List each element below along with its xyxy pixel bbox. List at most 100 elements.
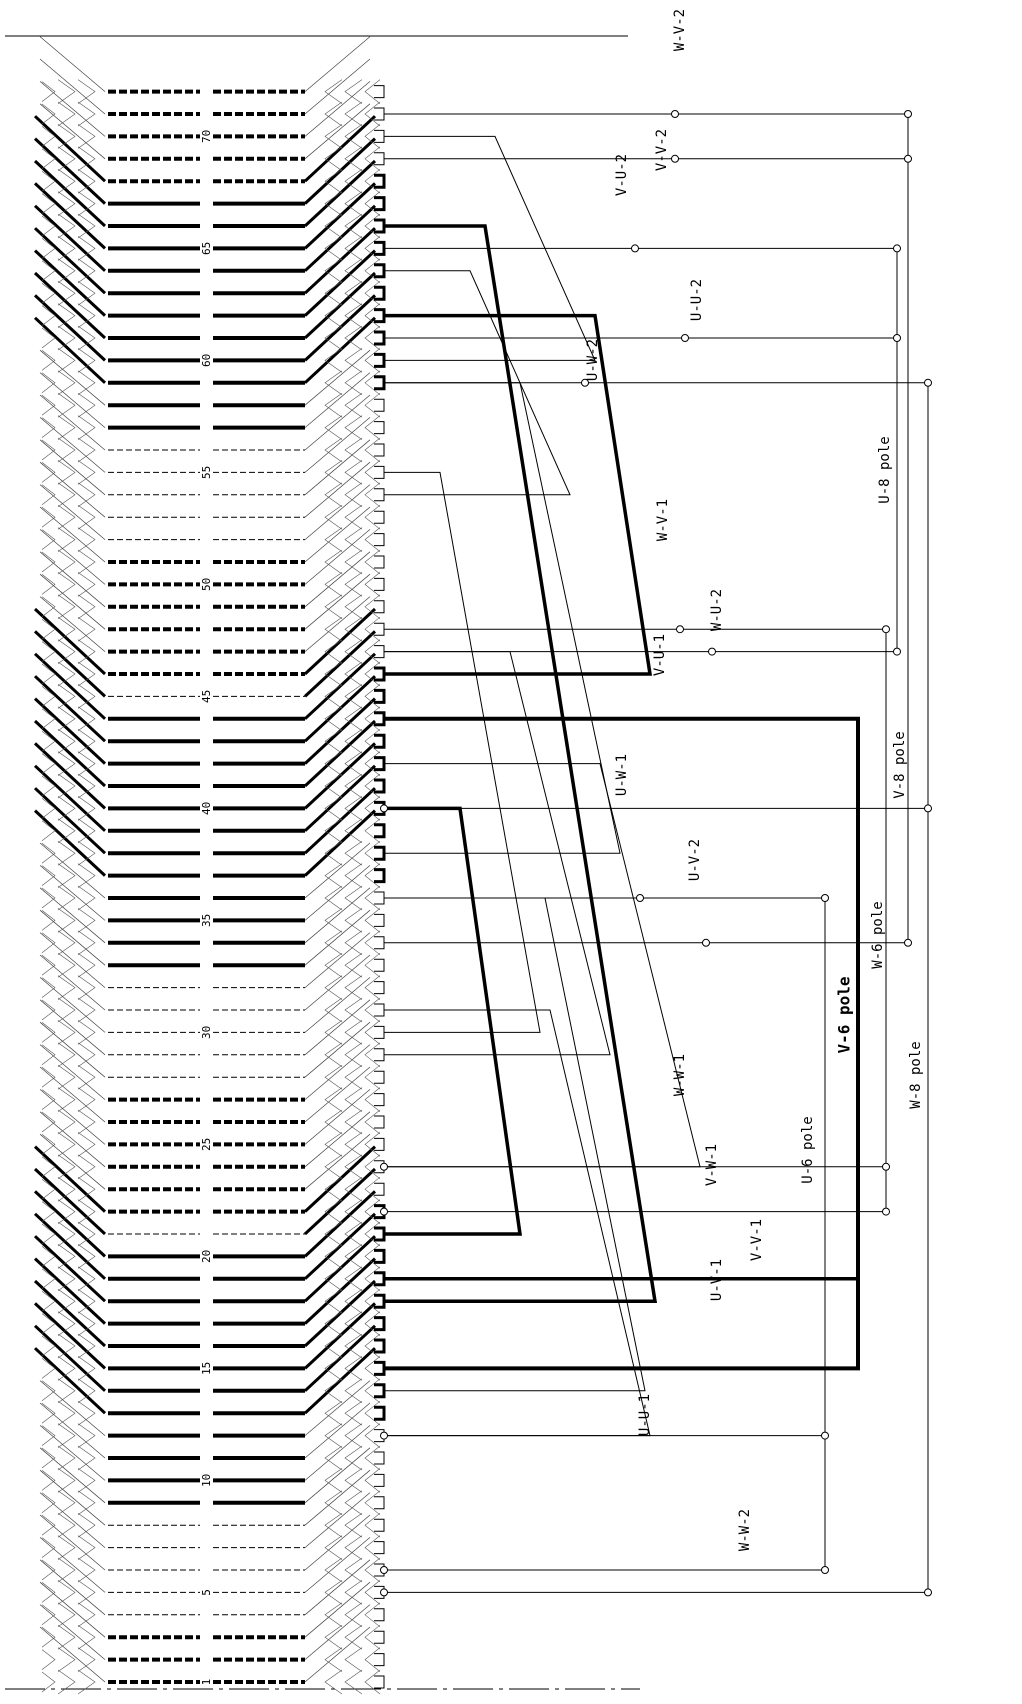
- coil-diagonal-right: [303, 115, 377, 183]
- coil-endturn-left: [41, 238, 56, 259]
- coil-endturn-left-mid: [77, 1557, 96, 1583]
- coil-endturn-right-inner: [344, 639, 363, 664]
- coil-endturn-left-inner: [57, 728, 76, 754]
- coil-diagonal-left: [39, 1559, 106, 1616]
- coil-endturn-right-inner: [344, 594, 363, 620]
- coil-diagonal-right: [304, 1581, 371, 1638]
- wire-thin: [384, 382, 621, 854]
- coil-endturn-left-mid: [77, 236, 96, 261]
- coil-endturn-right-inner: [344, 1109, 363, 1135]
- coil-endturn-left-mid: [77, 1580, 96, 1605]
- coil-endturn-left-mid: [77, 863, 96, 888]
- label-w-8-pole: W-8 pole: [908, 1041, 924, 1108]
- coil-endturn-right: [364, 236, 381, 261]
- terminal-stub: [374, 1025, 385, 1039]
- coil-endturn-left: [41, 887, 56, 909]
- coil-group: [33, 36, 386, 1695]
- coil-endturn-right-mid: [324, 303, 343, 328]
- coil-endturn-left-mid: [77, 79, 96, 104]
- coil-endturn-left-inner: [57, 751, 76, 776]
- coil-endturn-left-inner: [57, 840, 76, 866]
- coil-diagonal-right: [304, 887, 371, 944]
- coil-endturn-left: [41, 529, 56, 550]
- coil-endturn-right-mid: [324, 1557, 343, 1583]
- coil-endturn-left-mid: [77, 908, 96, 933]
- coil-endturn-left: [41, 641, 56, 662]
- coil-endturn-left-mid: [77, 549, 96, 575]
- terminal-node: [893, 244, 901, 253]
- coil-diagonal-right: [304, 103, 371, 160]
- coil-endturn-left: [41, 215, 56, 237]
- terminal-stub: [374, 733, 386, 749]
- coil-endturn-right-inner: [344, 1266, 363, 1292]
- coil-endturn-left: [41, 618, 56, 640]
- terminal-stub: [374, 1003, 385, 1017]
- coil-endturn-left: [41, 910, 56, 931]
- coil-endturn-right-mid: [324, 1624, 343, 1650]
- coil-diagonal-right: [304, 1559, 371, 1616]
- slot-number: 45: [200, 690, 213, 703]
- coil-endturn-right: [364, 661, 381, 687]
- coil-endturn-left-mid: [77, 392, 96, 418]
- coil-endturn-right-inner: [344, 1020, 363, 1045]
- coil-endturn-right-inner: [344, 616, 363, 642]
- coil-endturn-left-inner: [57, 348, 76, 373]
- coil-diagonal-right: [303, 1145, 377, 1213]
- coil-endturn-right-inner: [344, 1333, 363, 1359]
- coil-diagonal-left: [39, 573, 106, 630]
- coil-diagonal-right: [303, 1235, 377, 1303]
- coil-endturn-right-mid: [324, 930, 343, 956]
- coil-endturn-right-mid: [324, 997, 343, 1023]
- coil-endturn-left-inner: [57, 1557, 76, 1583]
- coil-endturn-right-inner: [344, 1199, 363, 1224]
- coil-diagonal-left: [33, 652, 107, 720]
- coil-diagonal-left: [33, 115, 107, 183]
- coil-endturn-left: [41, 1246, 56, 1267]
- coil-diagonal-left: [39, 1447, 106, 1504]
- coil-diagonal-left: [39, 394, 106, 451]
- terminal-stub: [374, 285, 386, 301]
- coil-endturn-left: [41, 1537, 56, 1558]
- coil-endturn-left-mid: [77, 952, 96, 978]
- coil-diagonal-left: [39, 1537, 106, 1593]
- coil-endturn-left: [41, 1313, 56, 1334]
- terminal-stub: [374, 1093, 385, 1107]
- terminal-stub: [374, 981, 385, 995]
- label-w-v-2: W-V-2: [672, 9, 688, 51]
- coil-endturn-left: [41, 686, 56, 707]
- label-v-v-2: V-V-2: [654, 129, 670, 171]
- coil-endturn-right-inner: [344, 1154, 363, 1180]
- terminal-stub: [374, 218, 386, 234]
- coil-endturn-right-inner: [344, 684, 363, 709]
- coil-diagonal-right: [303, 1279, 377, 1348]
- coil-endturn-left-mid: [77, 1064, 96, 1090]
- coil-endturn-right: [364, 101, 381, 127]
- coil-endturn-left-mid: [77, 1378, 96, 1404]
- coil-endturn-left-mid: [77, 975, 96, 1000]
- coil-endturn-right: [364, 1647, 381, 1672]
- coil-endturn-left-inner: [57, 1176, 76, 1202]
- terminal-node: [671, 110, 679, 118]
- coil-endturn-right-mid: [324, 437, 343, 463]
- coil-endturn-right-inner: [344, 325, 363, 351]
- coil-endturn-left-mid: [77, 728, 96, 754]
- coil-endturn-left: [41, 1223, 56, 1245]
- coil-endturn-right-mid: [324, 146, 343, 172]
- coil-endturn-right-mid: [324, 1445, 343, 1471]
- coil-endturn-left-inner: [57, 796, 76, 821]
- coil-endturn-left-mid: [77, 594, 96, 620]
- coil-endturn-left-mid: [77, 930, 96, 956]
- coil-diagonal-right: [304, 596, 371, 652]
- wire-group: [384, 113, 929, 1593]
- coil-endturn-left: [41, 1178, 56, 1200]
- terminal-stub: [374, 845, 386, 861]
- coil-endturn-right-inner: [344, 258, 363, 284]
- coil-endturn-left-inner: [57, 437, 76, 463]
- coil-endturn-right-inner: [344, 1311, 363, 1336]
- terminal-stub: [374, 263, 386, 279]
- coil-diagonal-left: [39, 1604, 106, 1660]
- coil-diagonal-right: [304, 529, 371, 585]
- terminal-stub: [374, 1451, 385, 1465]
- terminal-node: [708, 647, 716, 656]
- coil-endturn-left: [41, 81, 56, 102]
